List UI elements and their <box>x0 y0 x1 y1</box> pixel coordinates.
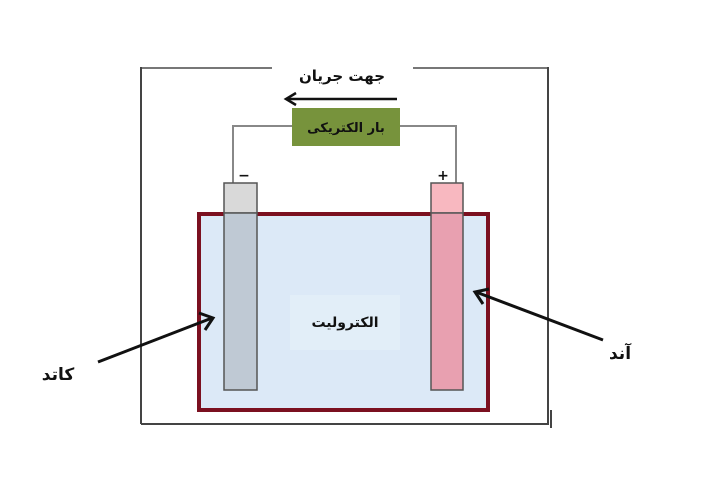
load-label: بار الکتریکی <box>307 121 385 136</box>
cathode-electrode <box>223 182 258 391</box>
cathode-label: کاتد <box>42 365 75 385</box>
current-direction-label: جهت جریان <box>299 67 385 85</box>
outer-frame <box>140 67 552 428</box>
positive-terminal-sign: + <box>437 168 449 184</box>
anode-pointer-arrow <box>472 287 604 342</box>
cathode-pointer-arrow <box>97 311 216 364</box>
electrical-load: بار الکتریکی <box>292 108 400 146</box>
negative-terminal-sign: − <box>238 168 250 184</box>
anode-label: آند <box>609 342 632 364</box>
electrolyte-label: الکترولیت <box>311 315 378 331</box>
current-direction-arrow <box>283 91 397 107</box>
wires <box>232 125 457 183</box>
anode-electrode <box>430 182 464 391</box>
